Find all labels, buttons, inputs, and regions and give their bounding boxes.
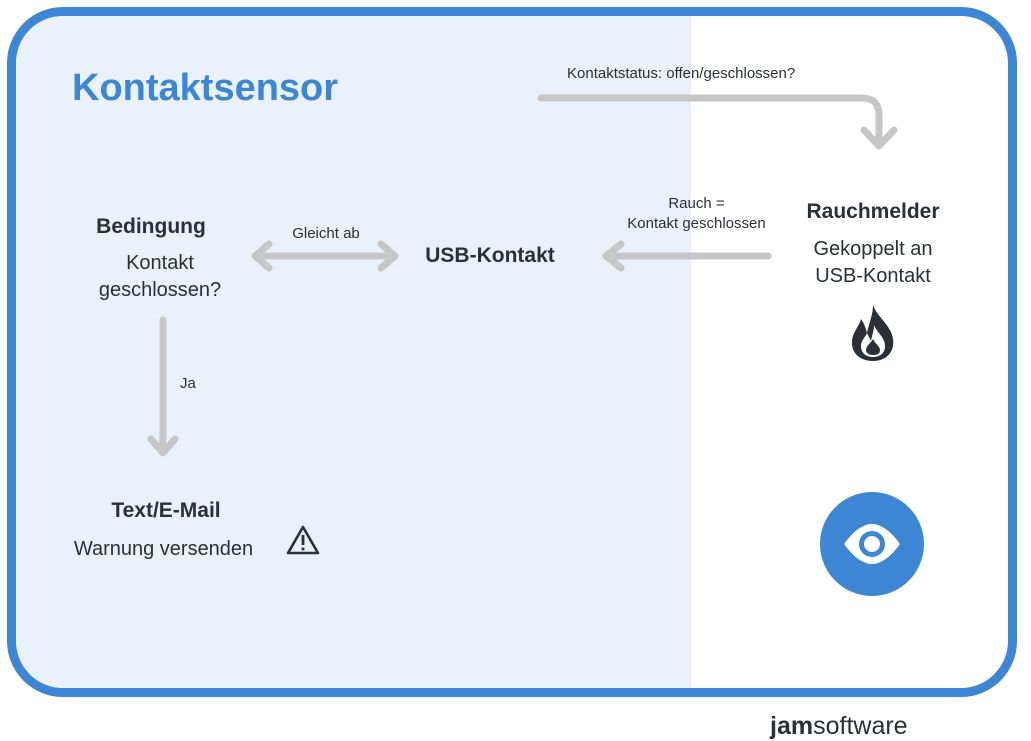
smoke-line1: Gekoppelt an	[813, 238, 933, 260]
action-description: Warnung versenden	[73, 538, 254, 560]
top-arrow-label: Kontaktstatus: offen/geschlossen?	[567, 65, 796, 82]
usb-heading: USB-Kontakt	[425, 244, 555, 267]
diagram-frame	[7, 7, 1017, 697]
yes-label: Ja	[180, 375, 196, 392]
top-arrow-head	[860, 126, 898, 150]
smoke-to-usb-arrow-head	[602, 240, 625, 272]
logo-part-1: jam	[770, 712, 814, 740]
condition-line1: Kontakt	[126, 252, 194, 274]
page-title: Kontaktsensor	[72, 67, 339, 109]
condition-heading: Bedingung	[96, 215, 206, 238]
compare-label: Gleicht ab	[292, 225, 360, 242]
smoke-arrow-label: Rauch = Kontakt geschlossen	[604, 194, 789, 234]
company-logo: jamsoftware	[770, 712, 908, 741]
logo-part-2: software	[813, 712, 908, 740]
fire-icon	[851, 305, 894, 361]
eye-badge	[820, 492, 924, 596]
condition-line2: geschlossen?	[98, 279, 222, 301]
smoke-arrow-label-line1: Rauch =	[668, 195, 725, 212]
yes-arrow-head	[147, 435, 179, 457]
compare-arrow-head-right	[377, 240, 399, 272]
smoke-line2: USB-Kontakt	[815, 265, 931, 287]
eye-icon	[844, 524, 900, 564]
smoke-heading: Rauchmelder	[806, 200, 940, 223]
condition-description: Kontakt geschlossen?	[65, 250, 255, 304]
smoke-arrow-label-line2: Kontakt geschlossen	[627, 215, 766, 232]
compare-arrow-head-left	[251, 240, 273, 272]
left-panel	[16, 16, 691, 688]
top-arrow	[537, 94, 883, 143]
warning-icon	[286, 525, 320, 555]
action-heading: Text/E-Mail	[111, 499, 221, 522]
smoke-description: Gekoppelt an USB-Kontakt	[773, 236, 973, 290]
